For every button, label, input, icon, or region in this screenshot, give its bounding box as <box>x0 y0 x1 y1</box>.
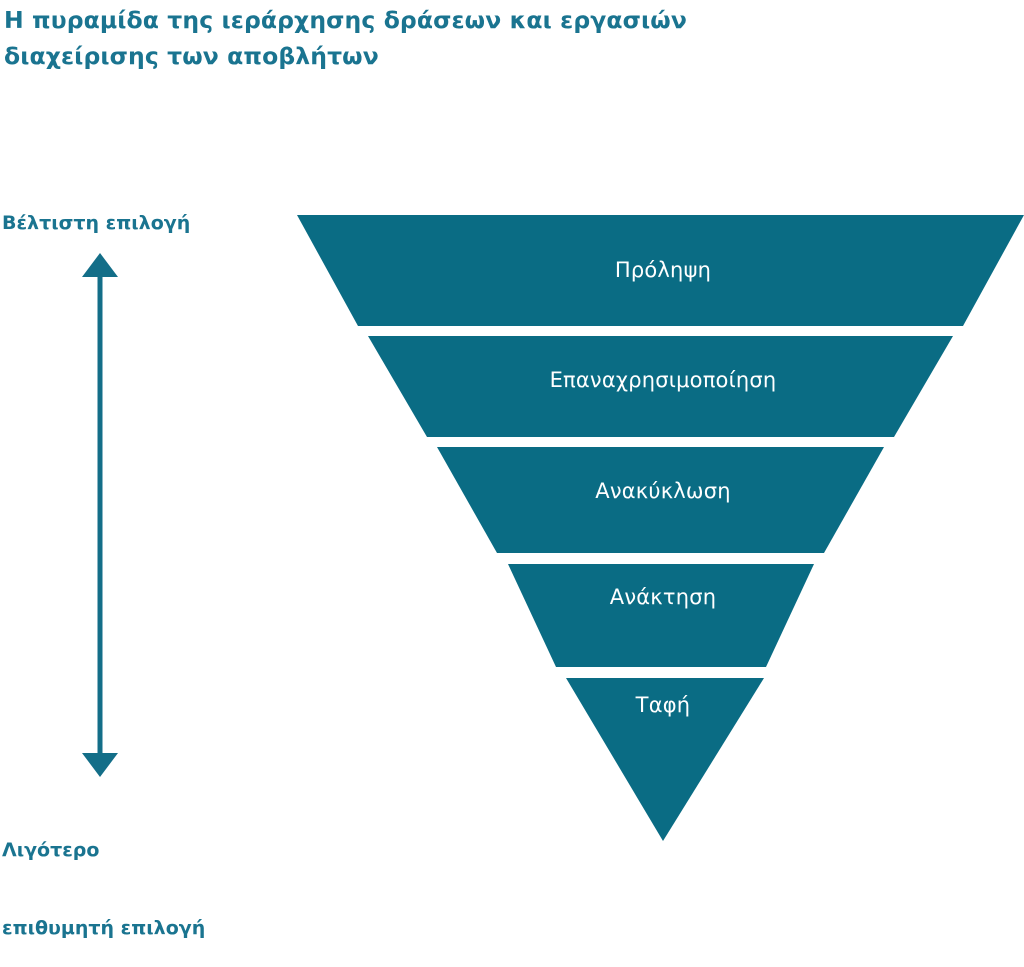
arrow-shaft <box>97 269 103 761</box>
page-title: Η πυραμίδα της ιεράρχησης δράσεων και ερ… <box>4 2 864 74</box>
page-title-line-2: διαχείρισης των αποβλήτων <box>4 42 379 70</box>
best-option-label: Βέλτιστη επιλογή <box>2 212 191 234</box>
least-desirable-option-label-line-2: επιθυμητή επιλογή <box>2 917 206 939</box>
funnel-segment-3[interactable] <box>437 447 884 553</box>
funnel-segment-1[interactable] <box>297 215 1024 326</box>
preference-axis-arrow-icon <box>82 253 118 777</box>
funnel-segment-group <box>297 215 1024 841</box>
funnel-segment-2[interactable] <box>368 336 953 437</box>
arrow-down-head-icon <box>82 753 118 777</box>
page-title-line-1: Η πυραμίδα της ιεράρχησης δράσεων και ερ… <box>4 6 687 34</box>
funnel-segment-5[interactable] <box>566 678 764 841</box>
funnel-segment-4[interactable] <box>508 564 814 667</box>
arrow-up-head-icon <box>82 253 118 277</box>
waste-hierarchy-inverted-pyramid <box>297 215 1024 841</box>
